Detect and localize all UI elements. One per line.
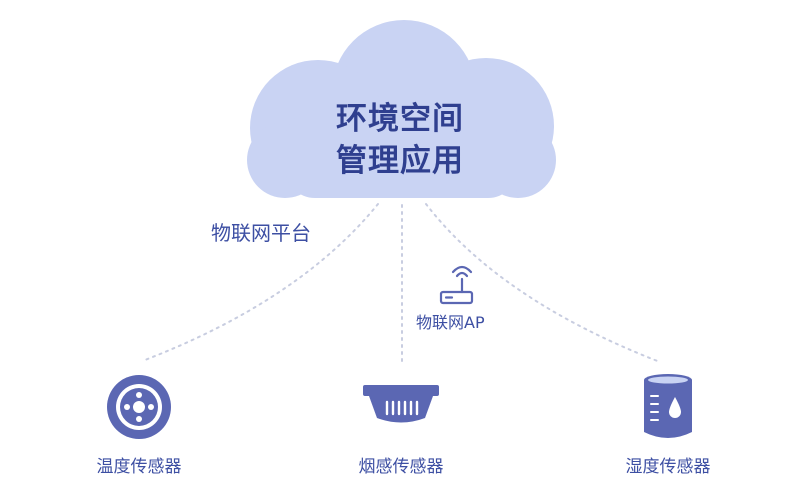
iot-platform-label: 物联网平台 — [211, 221, 311, 245]
smoke-sensor-label: 烟感传感器 — [358, 457, 444, 477]
temperature-sensor-label: 温度传感器 — [96, 457, 182, 477]
smoke-sensor-icon — [363, 385, 439, 423]
router-icon — [439, 265, 474, 305]
cloud-title-line-2: 管理应用 — [336, 143, 464, 179]
cloud-shape — [247, 20, 556, 198]
cloud-title-line-1: 环境空间 — [336, 101, 464, 137]
temperature-sensor-icon — [107, 375, 171, 439]
access-point-label: 物联网AP — [416, 313, 485, 332]
humidity-sensor-icon — [644, 374, 692, 438]
humidity-sensor-label: 湿度传感器 — [625, 457, 711, 477]
cloud-title: 环境空间 管理应用 — [300, 98, 500, 182]
